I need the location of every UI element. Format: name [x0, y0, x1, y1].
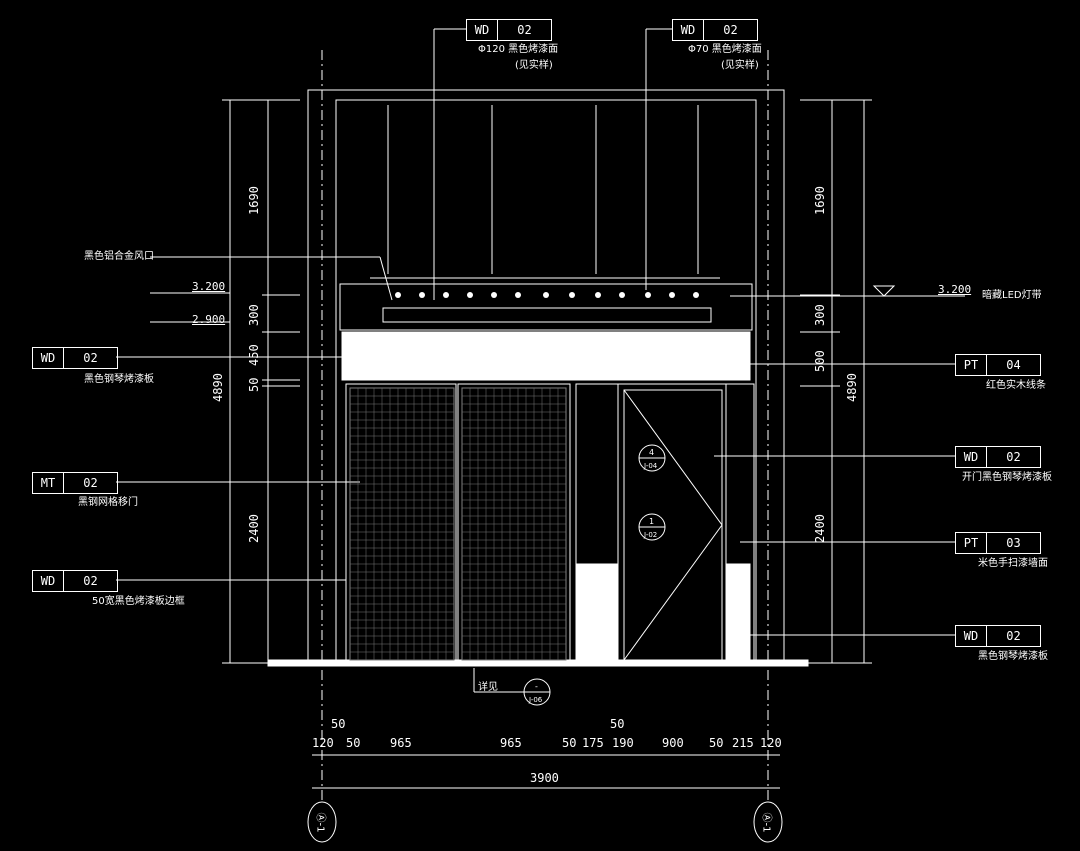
hdim-965-b: 965 — [500, 736, 522, 750]
hdim-120-left: 120 — [312, 736, 334, 750]
hdim-120-right: 120 — [760, 736, 782, 750]
note-top-right-1: Φ70 黑色烤漆面 — [688, 44, 762, 55]
vdim-right-500: 500 — [813, 350, 827, 372]
hdim-50-a: 50 — [346, 736, 361, 750]
note-top-left-1: Φ120 黑色烤漆面 — [478, 44, 559, 55]
hdim-50-extra-mid: 50 — [610, 717, 625, 731]
note-right-4: 黑色钢琴烤漆板 — [978, 651, 1048, 662]
tag-left-2: MT 02 — [32, 472, 118, 494]
note-detail: 详见 — [478, 682, 498, 693]
note-left-2: 黑钢网格移门 — [78, 497, 138, 508]
tag-num: 04 — [1006, 358, 1021, 372]
white-beam — [341, 331, 751, 381]
axis-label-right: Ⓐ-1 — [760, 812, 772, 833]
hdim-total: 3900 — [530, 771, 559, 785]
tag-left-3: WD 02 — [32, 570, 118, 592]
note-led: 暗藏LED灯带 — [982, 290, 1042, 301]
white-wainscot — [575, 563, 619, 663]
hdim-900: 900 — [662, 736, 684, 750]
tag-code: WD — [956, 447, 987, 467]
note-left-3: 50宽黑色烤漆板边框 — [92, 596, 185, 607]
hdim-965-a: 965 — [390, 736, 412, 750]
tag-top-left: WD 02 — [466, 19, 552, 41]
tag-code: WD — [673, 20, 704, 40]
note-right-3: 米色手扫漆墙面 — [978, 558, 1048, 569]
axis-bubble-left — [307, 801, 337, 843]
symbol-2-top: 1 — [649, 517, 655, 526]
symbol-3-top: - — [535, 682, 538, 691]
tag-num: 02 — [1006, 629, 1021, 643]
tag-right-3: PT 03 — [955, 532, 1041, 554]
symbol-3-bot: J-06 — [529, 696, 543, 704]
symbol-1-bot: J-04 — [644, 462, 658, 470]
tag-num: 02 — [1006, 450, 1021, 464]
axis-bubble-right — [753, 801, 783, 843]
tag-right-4: WD 02 — [955, 625, 1041, 647]
vdim-left-2400: 2400 — [247, 514, 261, 543]
ceiling-box — [339, 283, 753, 331]
sliding-door-left — [345, 383, 457, 663]
symbol-2-bot: J-02 — [644, 531, 658, 539]
tag-right-2: WD 02 — [955, 446, 1041, 468]
hdim-50-b: 50 — [562, 736, 577, 750]
vdim-right-300: 300 — [813, 304, 827, 326]
level-right-1: 3.200 — [938, 283, 972, 296]
note-right-1: 红色实木线条 — [986, 380, 1046, 391]
tag-num: 02 — [83, 574, 98, 588]
vdim-left-50: 50 — [247, 377, 261, 392]
note-top-right-2: (见实样) — [721, 60, 759, 71]
tag-code: MT — [33, 473, 64, 493]
note-top-left-2: (见实样) — [515, 60, 553, 71]
hdim-50-extra-left: 50 — [331, 717, 346, 731]
sliding-door-right — [457, 383, 571, 663]
axis-label-left: Ⓐ-1 — [314, 812, 326, 833]
hdim-215: 215 — [732, 736, 754, 750]
tag-top-right: WD 02 — [672, 19, 758, 41]
swing-door — [617, 383, 727, 663]
inner-frame — [335, 99, 757, 664]
vdim-right-total: 4890 — [845, 373, 859, 402]
tag-num: 02 — [723, 23, 738, 37]
symbol-1-top: 4 — [649, 448, 655, 457]
level-left-2: 2.900 — [192, 313, 226, 326]
tag-num: 03 — [1006, 536, 1021, 550]
tag-code: WD — [956, 626, 987, 646]
tag-code: WD — [467, 20, 498, 40]
tag-code: PT — [956, 355, 987, 375]
tag-num: 02 — [83, 351, 98, 365]
vdim-right-1690: 1690 — [813, 186, 827, 215]
hdim-175: 175 — [582, 736, 604, 750]
note-vent: 黑色铝合金风口 — [84, 251, 154, 262]
vdim-left-450: 450 — [247, 344, 261, 366]
vdim-left-300: 300 — [247, 304, 261, 326]
level-left-1: 3.200 — [192, 280, 226, 293]
tag-code: WD — [33, 348, 64, 368]
tag-num: 02 — [83, 476, 98, 490]
tag-left-1: WD 02 — [32, 347, 118, 369]
tag-num: 02 — [517, 23, 532, 37]
hdim-50-c: 50 — [709, 736, 724, 750]
tag-code: PT — [956, 533, 987, 553]
tag-code: WD — [33, 571, 64, 591]
hdim-190: 190 — [612, 736, 634, 750]
vdim-left-total: 4890 — [211, 373, 225, 402]
tag-right-1: PT 04 — [955, 354, 1041, 376]
note-right-2: 开门黑色钢琴烤漆板 — [962, 472, 1052, 483]
note-left-1: 黑色钢琴烤漆板 — [84, 374, 154, 385]
vdim-left-1690: 1690 — [247, 186, 261, 215]
vdim-right-2400: 2400 — [813, 514, 827, 543]
